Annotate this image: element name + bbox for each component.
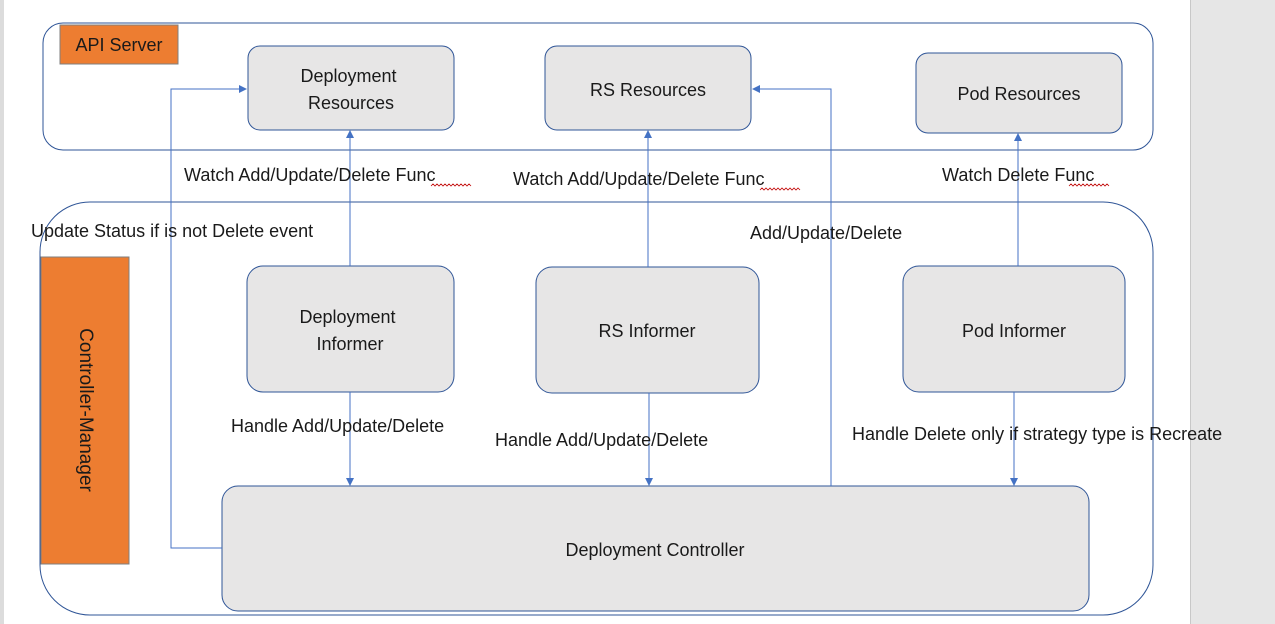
update-status-arrow <box>170 85 247 549</box>
controller-manager-label-box <box>40 256 130 565</box>
watch-deployment-label: Watch Add/Update/Delete Func <box>184 165 435 185</box>
add-update-delete-label: Add/Update/Delete <box>750 223 902 243</box>
update-status-label: Update Status if is not Delete event <box>31 221 313 241</box>
deployment-controller-label: Deployment Controller <box>565 540 744 560</box>
deployment-informer-label: Deployment Informer <box>299 307 400 354</box>
deployment-resources-label: Deployment Resources <box>300 66 401 113</box>
api-server-label-box <box>59 24 179 65</box>
page-margin-right <box>1190 0 1275 624</box>
spellcheck-squiggle-1 <box>430 183 472 187</box>
spellcheck-squiggle-3 <box>1068 183 1110 187</box>
spellcheck-squiggle-2 <box>759 187 801 191</box>
watch-pod-label: Watch Delete Func <box>942 165 1094 185</box>
controller-manager-group <box>39 201 1154 616</box>
rs-resources-label: RS Resources <box>590 80 706 100</box>
handle-rs-label: Handle Add/Update/Delete <box>495 430 708 450</box>
deployment-informer-node <box>246 265 455 393</box>
page-margin-left <box>0 0 4 624</box>
rs-informer-label: RS Informer <box>598 321 695 341</box>
handle-pod-label: Handle Delete only if strategy type is R… <box>852 424 1222 444</box>
handle-deployment-label: Handle Add/Update/Delete <box>231 416 444 436</box>
controller-manager-label: Controller-Manager <box>75 328 96 492</box>
api-server-label: API Server <box>75 35 162 55</box>
pod-resources-label: Pod Resources <box>957 84 1080 104</box>
watch-rs-label: Watch Add/Update/Delete Func <box>513 169 764 189</box>
api-server-group <box>42 22 1154 151</box>
add-update-delete-arrow <box>752 85 832 486</box>
pod-informer-label: Pod Informer <box>962 321 1066 341</box>
deployment-resources-node <box>247 45 455 131</box>
